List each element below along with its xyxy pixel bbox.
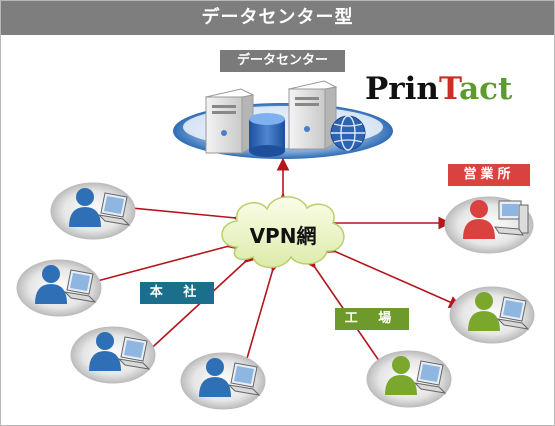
factory-label: 工 場 (335, 308, 409, 330)
arrow-hq-user-2 (82, 237, 240, 288)
page-title: データセンター型 (1, 1, 554, 35)
sales-office-user (444, 196, 534, 254)
vpn-cloud: VPN網 (221, 196, 345, 269)
sales-office-label: 営業所 (448, 164, 530, 186)
arrow-factory-user-1 (322, 241, 462, 308)
datacenter-group (173, 80, 393, 159)
server-icon (287, 80, 338, 150)
hq-user-2 (16, 259, 102, 317)
hq-user-1 (50, 182, 136, 240)
connection-arrows (82, 157, 462, 383)
logo-text-part1: Prin (365, 71, 439, 107)
printact-logo: PrinTact (365, 71, 512, 107)
server-icon (204, 88, 255, 154)
logo-text-part3: act (459, 71, 513, 107)
vpn-label: VPN網 (250, 224, 317, 248)
factory-user-2 (366, 350, 452, 408)
arrow-hq-user-3 (140, 249, 258, 359)
datacenter-label: データセンター (220, 50, 345, 72)
factory-user-1 (449, 286, 535, 344)
globe-icon (330, 115, 366, 151)
hq-user-4 (180, 352, 266, 410)
logo-text-part2: T (438, 71, 460, 107)
headquarters-label: 本 社 (140, 282, 214, 304)
hq-user-3 (70, 326, 156, 384)
arrow-hq-user-1 (117, 201, 247, 226)
database-icon (249, 113, 285, 157)
